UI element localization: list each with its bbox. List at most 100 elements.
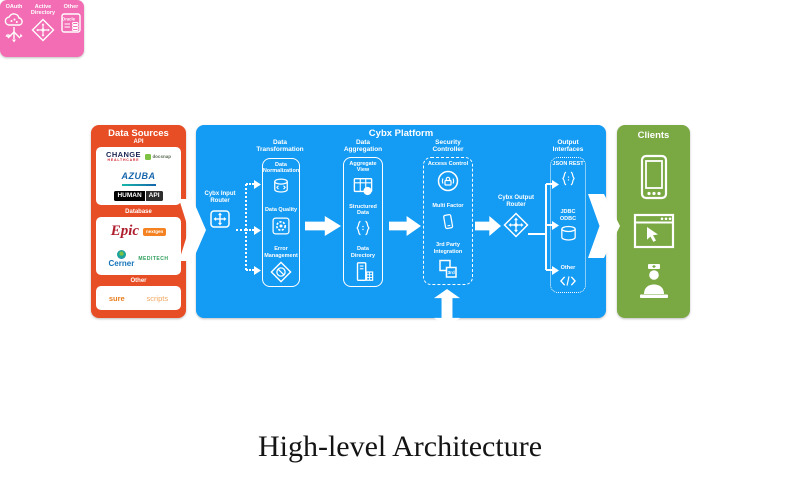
meditech-logo: MEDITECH xyxy=(138,255,169,262)
security-header: Security Controller xyxy=(432,139,464,154)
input-router-branch-line xyxy=(245,184,247,270)
human-api-logo-text: API xyxy=(144,191,163,201)
data-sources-box: Data Sources API CHANGE HEALTHCARE docsn… xyxy=(91,125,186,318)
item-label: OAuth xyxy=(5,4,23,10)
clinician-icon xyxy=(639,263,668,298)
database-section-label: Database xyxy=(125,209,152,215)
item-label: Structured Data xyxy=(349,203,377,216)
input-router-label: Cybx Input Router xyxy=(204,191,236,204)
branch-stub xyxy=(246,269,254,271)
change-logo-subtext: HEALTHCARE xyxy=(107,157,140,162)
branch-stub xyxy=(546,269,553,271)
arrowhead xyxy=(552,266,559,275)
third-party-icon: 3rd xyxy=(439,259,457,278)
output-router-connector xyxy=(528,233,546,235)
item-label: JDBC ODBC xyxy=(559,209,577,222)
arrowhead xyxy=(552,180,559,189)
identity-item: OAuth xyxy=(2,4,26,45)
identity-item: Other Oracle xyxy=(60,4,82,35)
epic-logo: Epic xyxy=(110,223,140,240)
identity-item: Active Directory xyxy=(26,4,60,42)
cerner-globe-icon xyxy=(116,249,126,259)
branch-stub xyxy=(246,229,254,231)
output-item: JDBC ODBC xyxy=(552,209,584,244)
mobile-icon xyxy=(443,213,454,230)
surescripts-logo-suffix: scripts xyxy=(146,293,169,303)
item-label: Data Normalization xyxy=(262,162,300,175)
item-label: Data Quality xyxy=(264,207,298,214)
azuba-logo: AZUBA xyxy=(121,167,156,187)
clients-box: Clients xyxy=(617,125,690,318)
item-label: Access Control xyxy=(427,161,469,167)
smartphone-icon xyxy=(640,154,667,199)
docsnap-icon xyxy=(144,153,151,160)
data-sources-title: Data Sources xyxy=(108,128,169,139)
aggregation-item: Data Directory xyxy=(345,246,381,283)
identity-providers-box: OAuth Active Directory xyxy=(0,0,84,57)
other-section-label: Other xyxy=(130,278,147,284)
item-label: Data Directory xyxy=(350,246,376,259)
other-logos-card: sure scripts xyxy=(96,286,181,310)
oracle-database-icon: Oracle xyxy=(61,13,81,34)
transformation-group: Data Normalization Data Quality Error Ma… xyxy=(262,158,300,287)
transformation-item: Data Quality xyxy=(265,207,297,235)
page-title: High-level Architecture xyxy=(257,430,543,463)
item-label: Multi Factor xyxy=(432,202,464,209)
cerner-logo-text: Cerner xyxy=(108,258,135,268)
aggregation-group: Aggregate View Structured Data xyxy=(343,157,383,287)
arrowhead xyxy=(254,226,261,235)
item-label: 3rd Party Integration xyxy=(433,242,463,255)
client-icons xyxy=(617,147,690,310)
epic-nextgen-row: Epic nextgen xyxy=(98,224,179,239)
azuba-logo-bar xyxy=(121,184,156,187)
error-diamond-icon xyxy=(270,261,292,283)
output-router-icon xyxy=(503,212,529,238)
output-header: Output Interfaces xyxy=(552,139,584,154)
item-label: JSON REST xyxy=(552,161,584,167)
cerner-meditech-row: Cerner MEDITECH xyxy=(98,249,179,268)
database-sync-icon xyxy=(274,178,288,193)
item-label: Aggregate View xyxy=(349,161,377,174)
output-router-branch-line xyxy=(545,184,547,270)
security-group: Access Control Multi Factor xyxy=(423,157,473,285)
code-icon xyxy=(560,276,576,286)
api-section-label: API xyxy=(133,139,144,145)
web-browser-icon xyxy=(633,213,674,248)
docsnap-logo: docsnap xyxy=(144,153,171,160)
security-item: Access Control xyxy=(428,161,468,193)
change-logo-text: CHANGE xyxy=(106,150,141,160)
nextgen-logo: nextgen xyxy=(143,227,167,236)
surescripts-logo: sure xyxy=(108,293,125,303)
input-router-connector xyxy=(236,229,246,231)
item-label: Error Management xyxy=(264,246,298,259)
branch-stub xyxy=(546,183,553,185)
aggregation-item: Structured Data xyxy=(345,204,381,239)
output-item: JSON REST xyxy=(552,161,584,188)
brackets-icon xyxy=(561,171,575,186)
item-label: Other xyxy=(560,264,576,271)
output-item: Other xyxy=(558,265,578,289)
table-view-icon xyxy=(353,177,373,195)
security-item: Multi Factor xyxy=(432,202,464,233)
database-logos-card: Epic nextgen Cerner MEDITECH xyxy=(96,217,181,275)
human-api-logo: HUMAN API xyxy=(114,191,163,201)
aggregation-header: Data Aggregation xyxy=(343,139,383,154)
arrowhead xyxy=(254,266,261,275)
active-directory-icon xyxy=(31,18,55,42)
aggregation-item: Aggregate View xyxy=(345,161,381,196)
svg-text:3rd: 3rd xyxy=(448,270,455,275)
brackets-icon xyxy=(356,221,370,236)
database-icon xyxy=(560,225,576,241)
api-logos-card: CHANGE HEALTHCARE docsnap AZUBA HUMAN AP… xyxy=(96,147,181,205)
output-router-label: Cybx Output Router xyxy=(498,195,534,208)
branch-stub xyxy=(546,224,553,226)
human-logo-text: HUMAN xyxy=(114,191,145,201)
svg-text:Oracle: Oracle xyxy=(62,17,76,22)
platform-title: Cybx Platform xyxy=(368,128,434,139)
branch-stub xyxy=(246,183,254,185)
arrowhead xyxy=(254,180,261,189)
clients-title: Clients xyxy=(637,130,670,141)
docsnap-logo-text: docsnap xyxy=(152,154,171,160)
input-router-icon xyxy=(210,210,230,228)
